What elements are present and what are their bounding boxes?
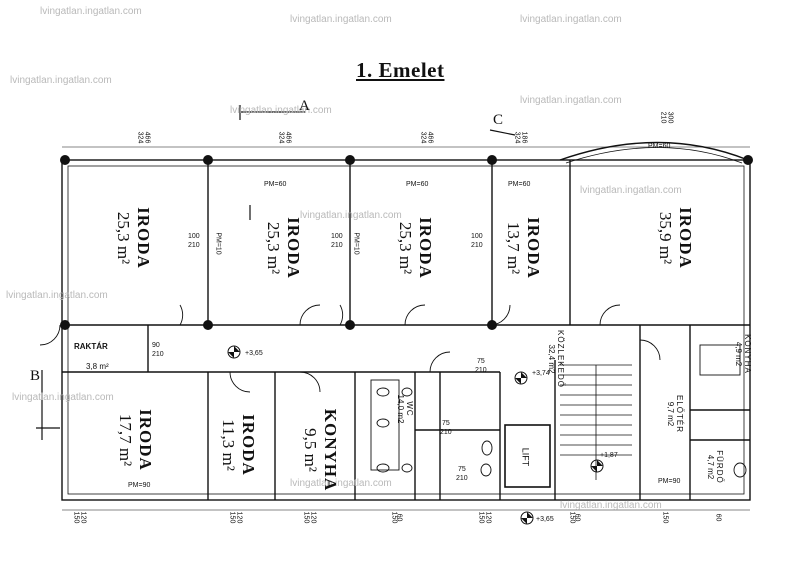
door-dimension: 210 — [456, 475, 468, 482]
dimension-label: 60 — [714, 513, 722, 522]
section-label-c: C — [493, 112, 504, 128]
dimension-label: 324 — [513, 131, 521, 144]
level-label: +3,65 — [245, 350, 263, 357]
outer-wall — [61, 159, 751, 501]
dimension-label: 120 — [235, 511, 243, 524]
dimension-label: 120 — [79, 511, 87, 524]
pm-label: PM=60 — [264, 181, 287, 188]
section-label-a: A — [299, 98, 310, 114]
dimension-label: 120 — [484, 511, 492, 524]
watermark: lvingatlan.ingatlan.com — [290, 14, 392, 25]
room-raktar-name: RAKTÁR — [74, 342, 108, 351]
pm-label: PM=10 — [352, 232, 360, 255]
watermark: lvingatlan.ingatlan.com — [580, 185, 682, 196]
watermark: lvingatlan.ingatlan.com — [520, 14, 622, 25]
dimension-label: 324 — [419, 131, 427, 144]
door-dimension: 210 — [440, 429, 452, 436]
pm-label: PM=10 — [214, 232, 222, 255]
watermark: lvingatlan.ingatlan.com — [6, 290, 108, 301]
door-dimension: 210 — [152, 351, 164, 358]
level-label: +1,87 — [600, 452, 618, 459]
door-dimension: 90 — [152, 342, 160, 349]
dimension-label: 150 — [661, 511, 669, 524]
dimension-label: 300 — [666, 111, 674, 124]
door-dimension: 75 — [458, 466, 466, 473]
watermark: lvingatlan.ingatlan.com — [300, 210, 402, 221]
pm-label: PM=60 — [648, 143, 671, 150]
pm-label: PM=90 — [658, 478, 681, 485]
dimension-label: 324 — [277, 131, 285, 144]
door-dimension: 210 — [475, 367, 487, 374]
dimension-label: 120 — [309, 511, 317, 524]
watermark: lvingatlan.ingatlan.com — [520, 95, 622, 106]
door-dimension: 100 — [471, 233, 483, 240]
pm-label: PM=60 — [508, 181, 531, 188]
watermark: lvingatlan.ingatlan.com — [290, 478, 392, 489]
watermark: lvingatlan.ingatlan.com — [230, 105, 332, 116]
dimension-label: 150 — [72, 511, 80, 524]
page-title: 1. Emelet — [356, 58, 445, 82]
door-dimension: 210 — [331, 242, 343, 249]
watermark: lvingatlan.ingatlan.com — [12, 392, 114, 403]
watermark: lvingatlan.ingatlan.com — [560, 500, 662, 511]
room-raktar-area: 3,8 m² — [86, 362, 109, 371]
pm-label: PM=60 — [406, 181, 429, 188]
dimension-label: 466 — [143, 131, 151, 144]
level-label: +3,65 — [536, 516, 554, 523]
dimension-label: 150 — [228, 511, 236, 524]
door-dimension: 100 — [331, 233, 343, 240]
watermark: lvingatlan.ingatlan.com — [10, 75, 112, 86]
dimension-label: 210 — [659, 111, 667, 124]
dimension-label: 466 — [426, 131, 434, 144]
level-label: +3,74 — [532, 370, 550, 377]
dimension-label: 150 — [477, 511, 485, 524]
dimension-label: 150 — [302, 511, 310, 524]
dimension-label: 186 — [520, 131, 528, 144]
section-label-b: B — [30, 368, 41, 384]
door-dimension: 210 — [188, 242, 200, 249]
dimension-label: 324 — [136, 131, 144, 144]
dimension-label: 150 — [568, 511, 576, 524]
door-dimension: 210 — [471, 242, 483, 249]
watermark: lvingatlan.ingatlan.com — [40, 6, 142, 17]
dimension-label: 466 — [284, 131, 292, 144]
dimension-label: 150 — [390, 511, 398, 524]
door-dimension: 100 — [188, 233, 200, 240]
pm-label: PM=90 — [128, 482, 151, 489]
door-dimension: 75 — [442, 420, 450, 427]
door-dimension: 75 — [477, 358, 485, 365]
room-lift: LIFT — [520, 447, 531, 467]
